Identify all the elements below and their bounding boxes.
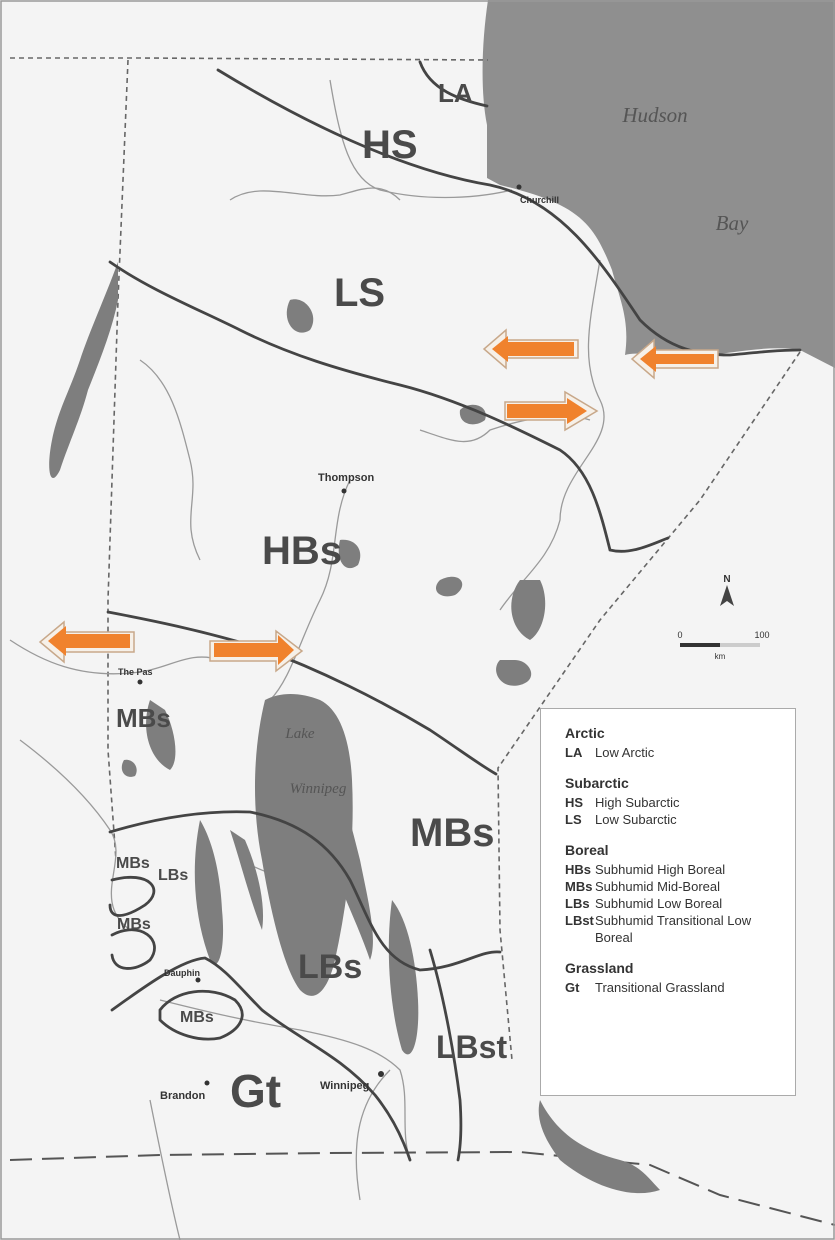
legend-code: LBst (565, 913, 594, 928)
arrow-left-icon (630, 338, 719, 380)
arrow-left-icon (482, 328, 579, 370)
legend-item: HS High Subarctic (565, 794, 785, 811)
legend-code: LS (565, 812, 582, 827)
legend-group-title: Grassland (565, 960, 634, 976)
zone-label-hs: HS (362, 123, 418, 167)
ecoregion-boundaries (106, 60, 802, 1162)
legend-group-subarctic: Subarctic HS High Subarctic LS Low Subar… (565, 775, 785, 828)
city-label-churchill: Churchill (520, 195, 559, 205)
zone-label-lbs: LBs (298, 948, 362, 986)
water-label-hudson: Hudson (621, 103, 687, 127)
zone-label-la: LA (438, 78, 473, 108)
arrow-right-icon (209, 629, 304, 673)
legend-group-title: Subarctic (565, 775, 629, 791)
legend-label: High Subarctic (595, 795, 680, 810)
border-lines (10, 57, 801, 1061)
legend-label: Subhumid Low Boreal (595, 896, 723, 911)
lakes (49, 262, 660, 1194)
zone-label-mbs-island-2: MBs (117, 916, 151, 933)
city-label-winnipeg: Winnipeg (320, 1080, 369, 1092)
zone-label-lbs-small: LBs (158, 867, 188, 884)
legend-label: Subhumid High Boreal (595, 862, 726, 877)
legend-label: Transitional Grassland (595, 980, 725, 995)
map-legend: Arctic LA Low Arctic Subarctic HS High S… (540, 708, 796, 1096)
water-label-lake: Lake (284, 726, 315, 742)
rivers (9, 79, 605, 1240)
svg-text:100: 100 (754, 630, 769, 640)
zone-label-gt: Gt (230, 1065, 281, 1117)
legend-label: Low Arctic (595, 745, 655, 760)
zone-label-lbst: LBst (436, 1029, 507, 1065)
svg-text:km: km (715, 652, 726, 661)
svg-text:N: N (723, 574, 730, 585)
zone-label-mbs-east: MBs (410, 811, 494, 855)
city-label-thompson: Thompson (318, 472, 374, 484)
zone-label-hbs: HBs (262, 529, 342, 573)
legend-item: Gt Transitional Grassland (565, 979, 785, 996)
legend-code: Gt (565, 980, 580, 995)
legend-code: MBs (565, 879, 593, 894)
city-label-the-pas: The Pas (118, 667, 153, 677)
legend-item: MBs Subhumid Mid-Boreal (565, 878, 785, 895)
zone-label-mbs-west: MBs (116, 703, 171, 733)
city-label-dauphin: Dauphin (164, 968, 200, 978)
legend-group-title: Arctic (565, 725, 605, 741)
legend-code: LBs (565, 896, 590, 911)
svg-text:0: 0 (677, 630, 682, 640)
legend-code: LA (565, 745, 583, 760)
water-label-winnipeg: Winnipeg (290, 781, 347, 797)
zone-label-mbs-island-3: MBs (180, 1009, 214, 1026)
water-label-bay: Bay (716, 211, 749, 235)
legend-item: LBst Subhumid Transitional Low Boreal (565, 912, 785, 946)
legend-item: LBs Subhumid Low Boreal (565, 895, 785, 912)
legend-group-boreal: Boreal HBs Subhumid High Boreal MBs Subh… (565, 842, 785, 946)
legend-code: HBs (565, 862, 592, 877)
north-arrow-icon: N (720, 574, 734, 606)
hudson-bay (482, 0, 835, 368)
arrow-right-icon (504, 390, 599, 432)
legend-item: LA Low Arctic (565, 744, 785, 761)
annotation-arrows (38, 328, 719, 673)
legend-label: Low Subarctic (595, 812, 677, 827)
legend-group-grassland: Grassland Gt Transitional Grassland (565, 960, 785, 996)
legend-group-arctic: Arctic LA Low Arctic (565, 725, 785, 761)
legend-item: HBs Subhumid High Boreal (565, 861, 785, 878)
international-border (9, 1150, 835, 1226)
zone-label-mbs-island-1: MBs (116, 855, 150, 872)
legend-label: Subhumid Mid-Boreal (595, 879, 721, 894)
legend-label: Subhumid Transitional Low Boreal (595, 913, 752, 945)
legend-group-title: Boreal (565, 842, 609, 858)
zone-label-ls: LS (334, 271, 385, 315)
city-label-brandon: Brandon (160, 1090, 206, 1102)
scale-bar: 0 100 km (677, 630, 769, 661)
city-dots (137, 184, 522, 1086)
legend-code: HS (565, 795, 584, 810)
arrow-left-icon (38, 620, 135, 664)
legend-item: LS Low Subarctic (565, 811, 785, 828)
